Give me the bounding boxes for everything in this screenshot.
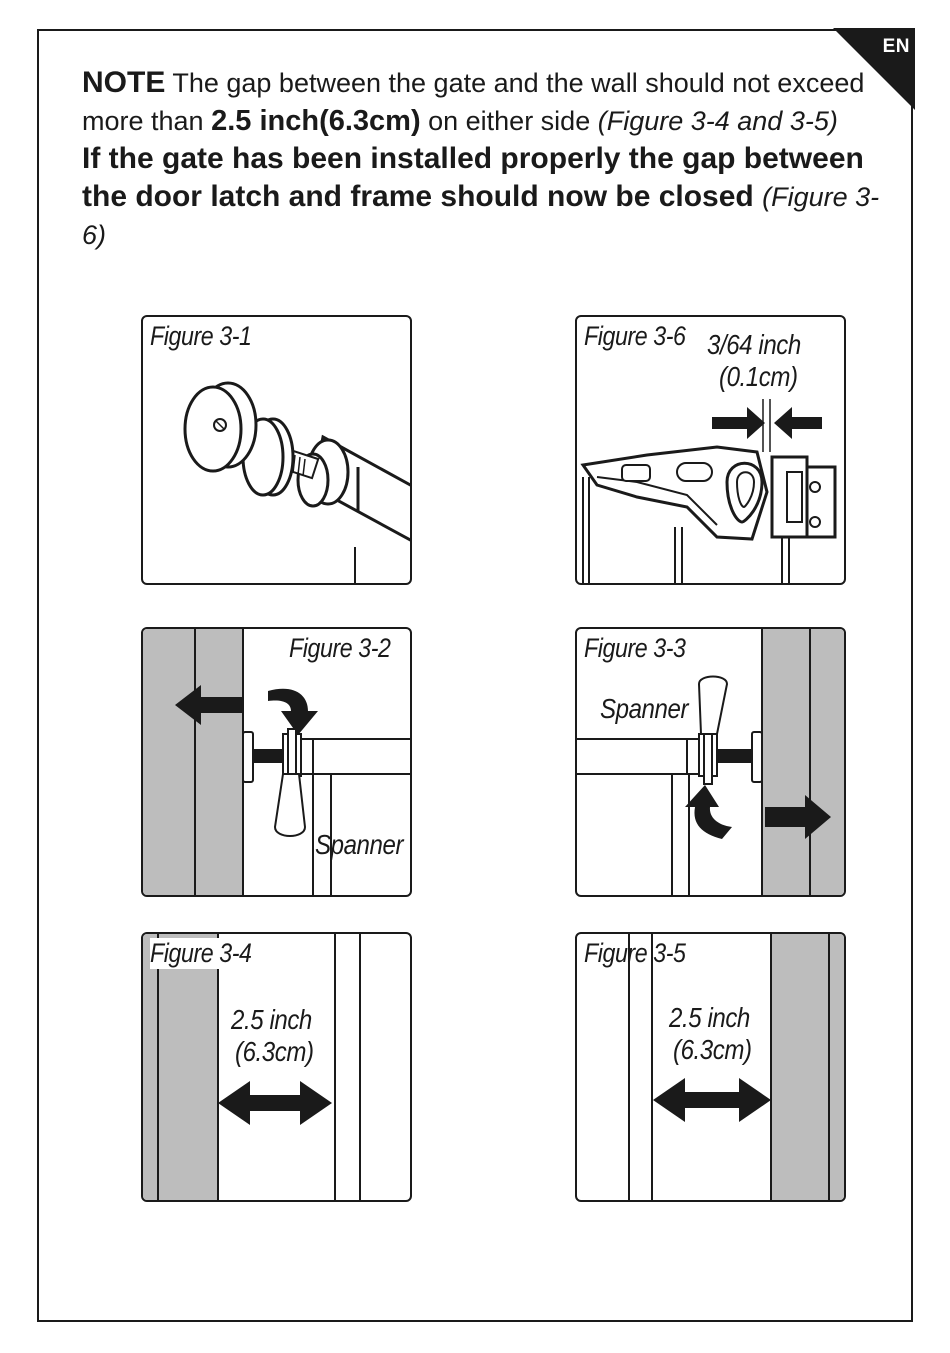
figure-3-1: Figure 3-1 xyxy=(141,315,412,585)
figure-3-2: Figure 3-2 Spanner xyxy=(141,627,412,897)
warning-paragraph: If the gate has been installed properly … xyxy=(82,140,882,254)
language-corner-tab xyxy=(833,28,915,110)
note-lead: NOTE xyxy=(82,66,166,99)
figure-label: Figure 3-1 xyxy=(150,321,252,351)
door-latch-drawing xyxy=(580,399,837,583)
figure-label: Figure 3-5 xyxy=(584,938,686,968)
wall-cup-assembly-drawing xyxy=(183,381,410,583)
gap-measurement-inch: 3/64 inch xyxy=(707,329,801,360)
language-badge: EN xyxy=(882,36,910,57)
figure-label: Figure 3-3 xyxy=(584,633,686,663)
note-text-2: on either side xyxy=(420,106,598,136)
gap-measurement-inch: 2.5 inch xyxy=(669,1002,750,1033)
right-wall-gap-drawing xyxy=(628,934,844,1200)
note-text-1: The gap between the gate and the wall sh… xyxy=(82,68,865,136)
left-wall-gap-drawing xyxy=(143,934,361,1200)
gap-measurement-cm: (6.3cm) xyxy=(235,1036,314,1067)
spanner-tightening-left-drawing xyxy=(143,629,410,895)
figure-3-6: Figure 3-6 3/64 inch (0.1cm) xyxy=(575,315,846,585)
figure-3-4: Figure 3-4 2.5 inch (6.3cm) xyxy=(141,932,412,1202)
figure-3-3: Figure 3-3 Spanner xyxy=(575,627,846,897)
warning-figure-ref: (Figure 3-6) xyxy=(82,182,880,250)
note-emphasis: 2.5 inch(6.3cm) xyxy=(211,105,421,137)
gap-measurement-inch: 2.5 inch xyxy=(231,1004,312,1035)
page-border xyxy=(37,29,913,1322)
gap-measurement-cm: (6.3cm) xyxy=(673,1034,752,1065)
figure-label: Figure 3-6 xyxy=(584,321,686,351)
note-figure-ref: (Figure 3-4 and 3-5) xyxy=(597,106,838,136)
spanner-label: Spanner xyxy=(600,693,689,724)
figure-label: Figure 3-4 xyxy=(150,938,252,969)
figure-3-5: Figure 3-5 2.5 inch (6.3cm) xyxy=(575,932,846,1202)
warning-text: If the gate has been installed properly … xyxy=(82,142,864,213)
instructions-text: NOTE The gap between the gate and the wa… xyxy=(82,64,882,254)
spanner-label: Spanner xyxy=(315,829,404,860)
gap-measurement-cm: (0.1cm) xyxy=(719,361,798,392)
note-paragraph: NOTE The gap between the gate and the wa… xyxy=(82,64,882,140)
figure-label: Figure 3-2 xyxy=(289,633,391,663)
spanner-tightening-right-drawing xyxy=(577,629,844,895)
